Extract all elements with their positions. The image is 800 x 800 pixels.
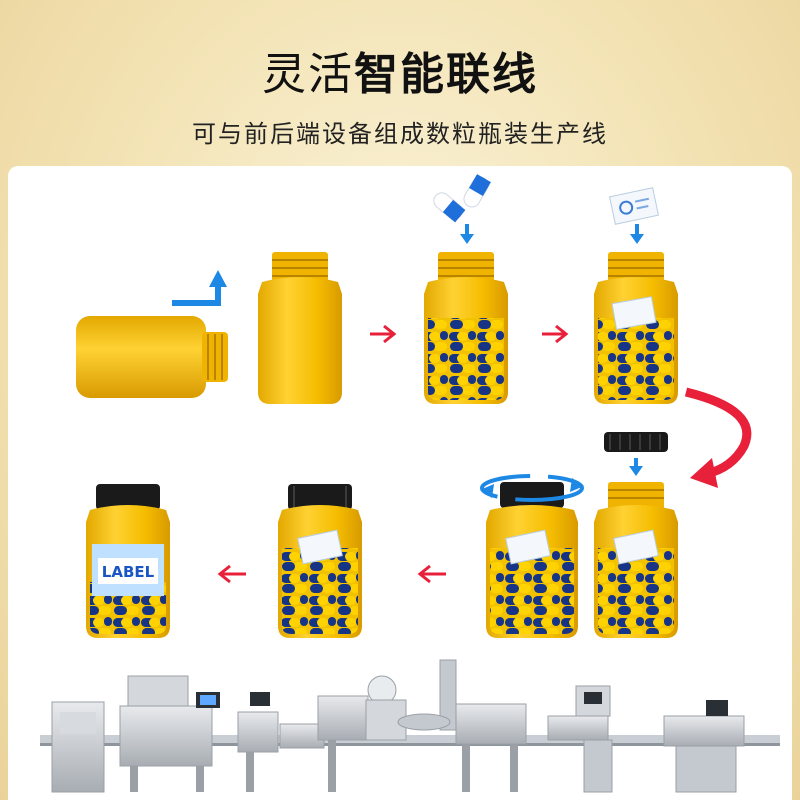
bottle-upright-empty <box>258 252 342 404</box>
page-subtitle: 可与前后端设备组成数粒瓶装生产线 <box>192 120 608 148</box>
blue-down-arrow-icon <box>630 224 644 244</box>
bottle-lying <box>76 316 228 398</box>
red-arrow-icon <box>370 324 397 344</box>
bottle-labelled: LABEL <box>86 484 170 638</box>
blue-down-arrow-icon <box>629 458 643 476</box>
title-light: 灵活 <box>262 49 354 100</box>
bottle-capping <box>486 482 578 638</box>
blue-down-arrow-icon <box>460 224 474 244</box>
capsule-icon <box>433 174 491 223</box>
bottle-with-desiccant <box>594 252 678 404</box>
blue-l-arrow-icon <box>172 270 227 306</box>
desiccant-packet-icon <box>608 187 660 225</box>
label-text: LABEL <box>102 563 155 581</box>
rotate-arrow-icon <box>480 474 584 502</box>
red-arrow-icon <box>417 564 446 584</box>
bottle-capped <box>278 484 362 638</box>
red-arrow-icon <box>217 564 246 584</box>
bottle-filled <box>424 252 508 404</box>
page-title: 灵活智能联线 <box>0 38 800 102</box>
title-bold: 智能联线 <box>354 49 538 100</box>
production-line <box>8 659 792 800</box>
bottle-before-capping <box>594 482 678 638</box>
red-arrow-icon <box>542 324 569 344</box>
curved-red-arrow-icon <box>684 387 752 488</box>
cap-icon <box>604 432 668 452</box>
